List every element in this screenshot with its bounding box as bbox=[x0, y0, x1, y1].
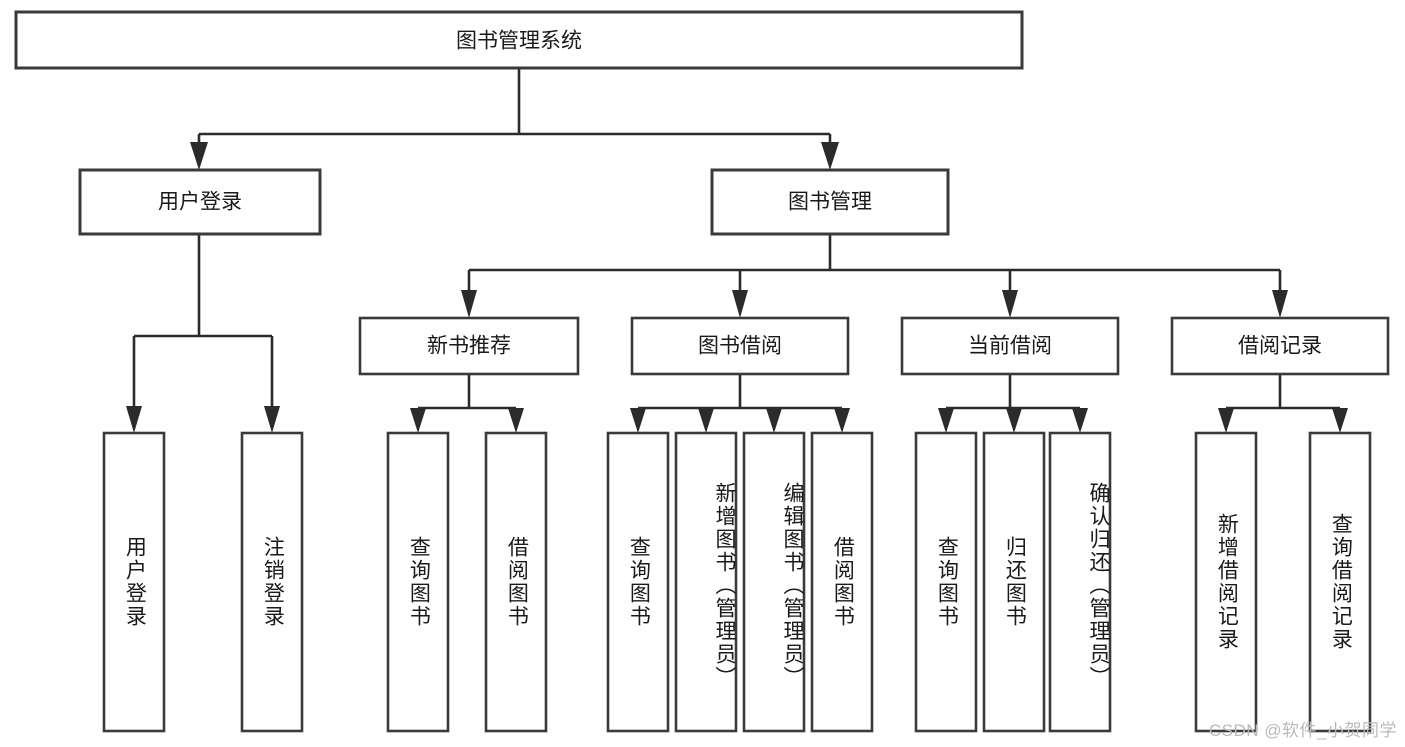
arrow-to-book-borrow bbox=[732, 290, 748, 318]
node-root-system-label: 图书管理系统 bbox=[456, 30, 582, 53]
node-current-borrow-box[interactable] bbox=[900, 316, 1120, 376]
node-user-login[interactable]: 用户登录 bbox=[78, 168, 322, 236]
node-borrow-record[interactable]: 借阅记录 bbox=[1170, 316, 1390, 376]
arrow-to-new-book-rec bbox=[461, 290, 477, 318]
node-root-system[interactable]: 图书管理系统 bbox=[14, 10, 1024, 70]
node-new-book-recommend-label: 新书推荐 bbox=[427, 335, 511, 358]
node-root-system-box[interactable] bbox=[14, 10, 1024, 70]
node-current-borrow-label: 当前借阅 bbox=[968, 335, 1052, 358]
arrow-to-leaf-query-record bbox=[1332, 408, 1348, 433]
leaf-box-return-book[interactable] bbox=[982, 431, 1046, 733]
connectors-layer bbox=[126, 68, 1348, 433]
node-user-login-box[interactable] bbox=[78, 168, 322, 236]
leaf-box-user-login[interactable] bbox=[102, 431, 166, 733]
arrow-to-user-login bbox=[190, 142, 208, 170]
arrow-to-leaf-add-book bbox=[698, 408, 714, 433]
node-borrow-record-label: 借阅记录 bbox=[1238, 335, 1322, 358]
node-user-login-label: 用户登录 bbox=[158, 191, 242, 214]
node-book-management-box[interactable] bbox=[710, 168, 950, 236]
node-book-borrow-label: 图书借阅 bbox=[698, 335, 782, 358]
node-book-management-label: 图书管理 bbox=[788, 191, 872, 214]
arrow-to-current-borrow bbox=[1002, 290, 1018, 318]
arrow-to-leaf-logout bbox=[264, 406, 280, 433]
csdn-watermark: CSDN @软件_小贺同学 bbox=[1208, 721, 1397, 740]
leaf-box-borrow-book-newbook[interactable] bbox=[484, 431, 548, 733]
arrow-to-borrow-record bbox=[1272, 290, 1288, 318]
node-new-book-recommend[interactable]: 新书推荐 bbox=[358, 316, 580, 376]
arrow-to-leaf-borrow-book-1 bbox=[508, 408, 524, 433]
leaf-box-add-borrow-record[interactable] bbox=[1194, 431, 1258, 733]
node-new-book-recommend-box[interactable] bbox=[358, 316, 580, 376]
arrow-to-leaf-borrow-book-2 bbox=[834, 408, 850, 433]
leaf-box-query-book-current[interactable] bbox=[914, 431, 978, 733]
arrow-to-leaf-confirm-return bbox=[1072, 408, 1088, 433]
leaf-box-query-book-borrow[interactable] bbox=[606, 431, 670, 733]
arrow-to-leaf-query-book-2 bbox=[630, 408, 646, 433]
node-borrow-record-box[interactable] bbox=[1170, 316, 1390, 376]
arrow-to-leaf-add-record bbox=[1218, 408, 1234, 433]
leaf-box-query-book-newbook[interactable] bbox=[386, 431, 450, 733]
leaf-box-edit-book-admin[interactable] bbox=[742, 431, 806, 733]
node-current-borrow[interactable]: 当前借阅 bbox=[900, 316, 1120, 376]
arrow-to-leaf-user-login bbox=[126, 406, 142, 433]
node-book-borrow[interactable]: 图书借阅 bbox=[630, 316, 850, 376]
leaf-box-confirm-return-admin[interactable] bbox=[1048, 431, 1112, 733]
arrow-to-leaf-edit-book bbox=[766, 408, 782, 433]
leaf-box-borrow-book-borrow[interactable] bbox=[810, 431, 874, 733]
leaf-box-query-borrow-record[interactable] bbox=[1308, 431, 1372, 733]
leaf-box-add-book-admin[interactable] bbox=[674, 431, 738, 733]
arrow-to-leaf-query-book-1 bbox=[410, 408, 426, 433]
arrow-to-book-mgmt bbox=[821, 142, 839, 170]
leaf-box-logout[interactable] bbox=[240, 431, 304, 733]
arrow-to-leaf-return-book bbox=[1006, 408, 1022, 433]
node-book-management[interactable]: 图书管理 bbox=[710, 168, 950, 236]
nodes-layer: 图书管理系统 用户登录 图书管理 新书推荐 图书借阅 bbox=[14, 10, 1390, 733]
node-book-borrow-box[interactable] bbox=[630, 316, 850, 376]
arrow-to-leaf-query-book-3 bbox=[938, 408, 954, 433]
